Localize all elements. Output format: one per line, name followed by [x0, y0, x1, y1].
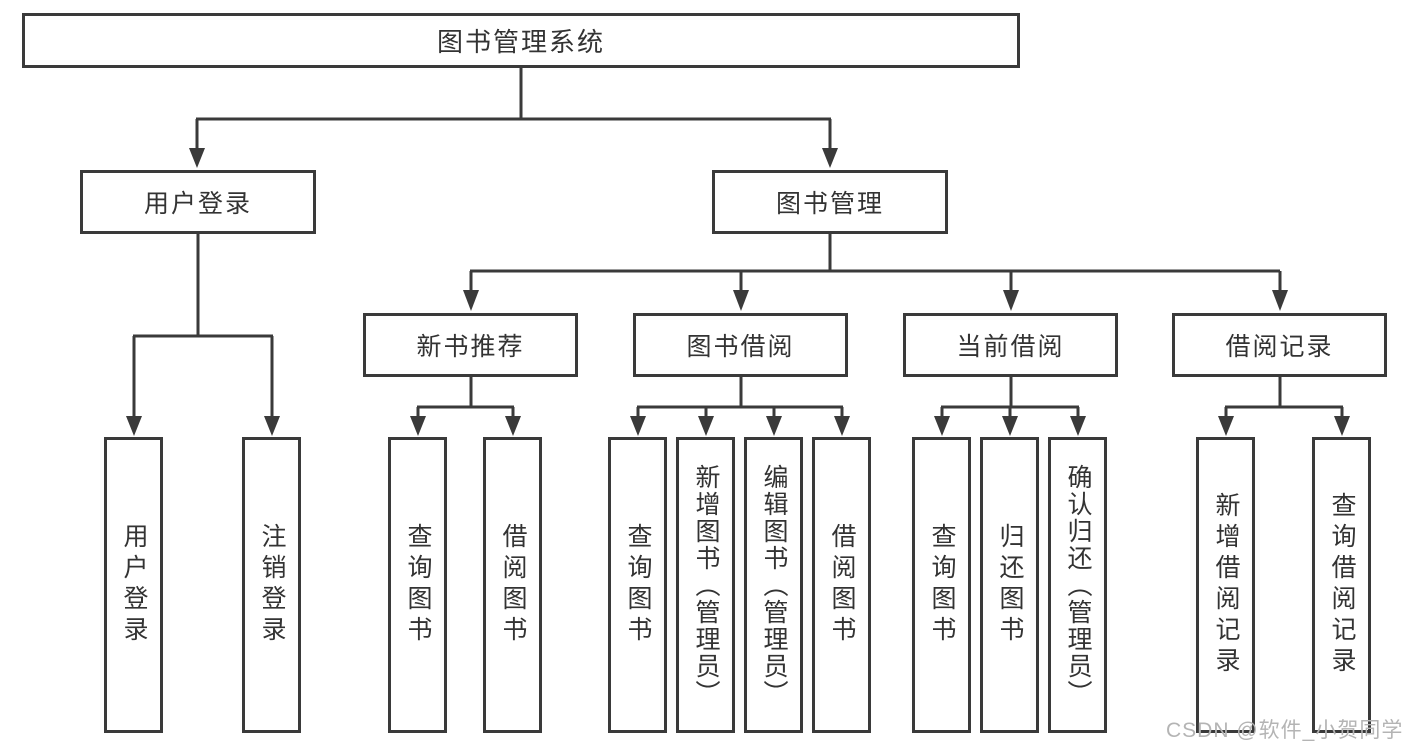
- leaf-query-books-newbooks: 查询图书: [388, 437, 447, 733]
- leaf-confirm-return-admin-label: 确认归还（管理员）: [1064, 463, 1092, 707]
- node-book-management: 图书管理: [712, 170, 948, 234]
- leaf-logout: 注销登录: [242, 437, 301, 733]
- node-new-book-recommendation: 新书推荐: [363, 313, 578, 377]
- connector-user-login-children: [126, 234, 280, 436]
- leaf-edit-book-admin-label: 编辑图书（管理员）: [760, 463, 788, 707]
- connector-borrowing-records-children: [1218, 375, 1350, 436]
- leaf-user-login-label: 用户登录: [120, 523, 148, 647]
- node-book-management-label: 图书管理: [775, 190, 884, 218]
- leaf-borrow-books-label: 借阅图书: [828, 523, 856, 647]
- leaf-query-books-current-label: 查询图书: [928, 523, 956, 647]
- leaf-query-borrow-record-label: 查询借阅记录: [1328, 492, 1356, 678]
- leaf-borrow-books: 借阅图书: [812, 437, 871, 733]
- leaf-query-borrow-record: 查询借阅记录: [1312, 437, 1371, 733]
- connector-root-to-level2: [189, 68, 838, 168]
- leaf-query-books-borrow-label: 查询图书: [624, 523, 652, 647]
- connector-new-books-children: [410, 375, 521, 436]
- leaf-query-books-newbooks-label: 查询图书: [404, 523, 432, 647]
- connector-mgmt-to-level3: [463, 234, 1288, 311]
- node-library-system: 图书管理系统: [22, 13, 1020, 68]
- leaf-return-books-label: 归还图书: [996, 523, 1024, 647]
- node-borrowing-records: 借阅记录: [1172, 313, 1387, 377]
- connector-book-borrowing-children: [630, 375, 850, 436]
- node-user-login: 用户登录: [80, 170, 316, 234]
- leaf-add-book-admin: 新增图书（管理员）: [676, 437, 735, 733]
- node-book-borrowing: 图书借阅: [633, 313, 848, 377]
- leaf-query-books-current: 查询图书: [912, 437, 971, 733]
- leaf-add-book-admin-label: 新增图书（管理员）: [692, 463, 720, 707]
- leaf-confirm-return-admin: 确认归还（管理员）: [1048, 437, 1107, 733]
- leaf-user-login: 用户登录: [104, 437, 163, 733]
- leaf-borrow-books-newbooks: 借阅图书: [483, 437, 542, 733]
- leaf-edit-book-admin: 编辑图书（管理员）: [744, 437, 803, 733]
- node-current-borrowing-label: 当前借阅: [956, 333, 1065, 361]
- connector-current-borrowing-children: [934, 375, 1086, 436]
- leaf-query-books-borrow: 查询图书: [608, 437, 667, 733]
- node-borrowing-records-label: 借阅记录: [1225, 333, 1334, 361]
- csdn-watermark: CSDN @软件_小贺同学: [1166, 719, 1404, 742]
- node-new-book-recommendation-label: 新书推荐: [416, 333, 525, 361]
- node-library-system-label: 图书管理系统: [436, 27, 605, 57]
- leaf-logout-label: 注销登录: [258, 523, 286, 647]
- leaf-return-books: 归还图书: [980, 437, 1039, 733]
- node-book-borrowing-label: 图书借阅: [686, 333, 795, 361]
- node-user-login-label: 用户登录: [143, 190, 252, 218]
- node-current-borrowing: 当前借阅: [903, 313, 1118, 377]
- leaf-borrow-books-newbooks-label: 借阅图书: [499, 523, 527, 647]
- leaf-add-borrow-record-label: 新增借阅记录: [1212, 492, 1240, 678]
- leaf-add-borrow-record: 新增借阅记录: [1196, 437, 1255, 733]
